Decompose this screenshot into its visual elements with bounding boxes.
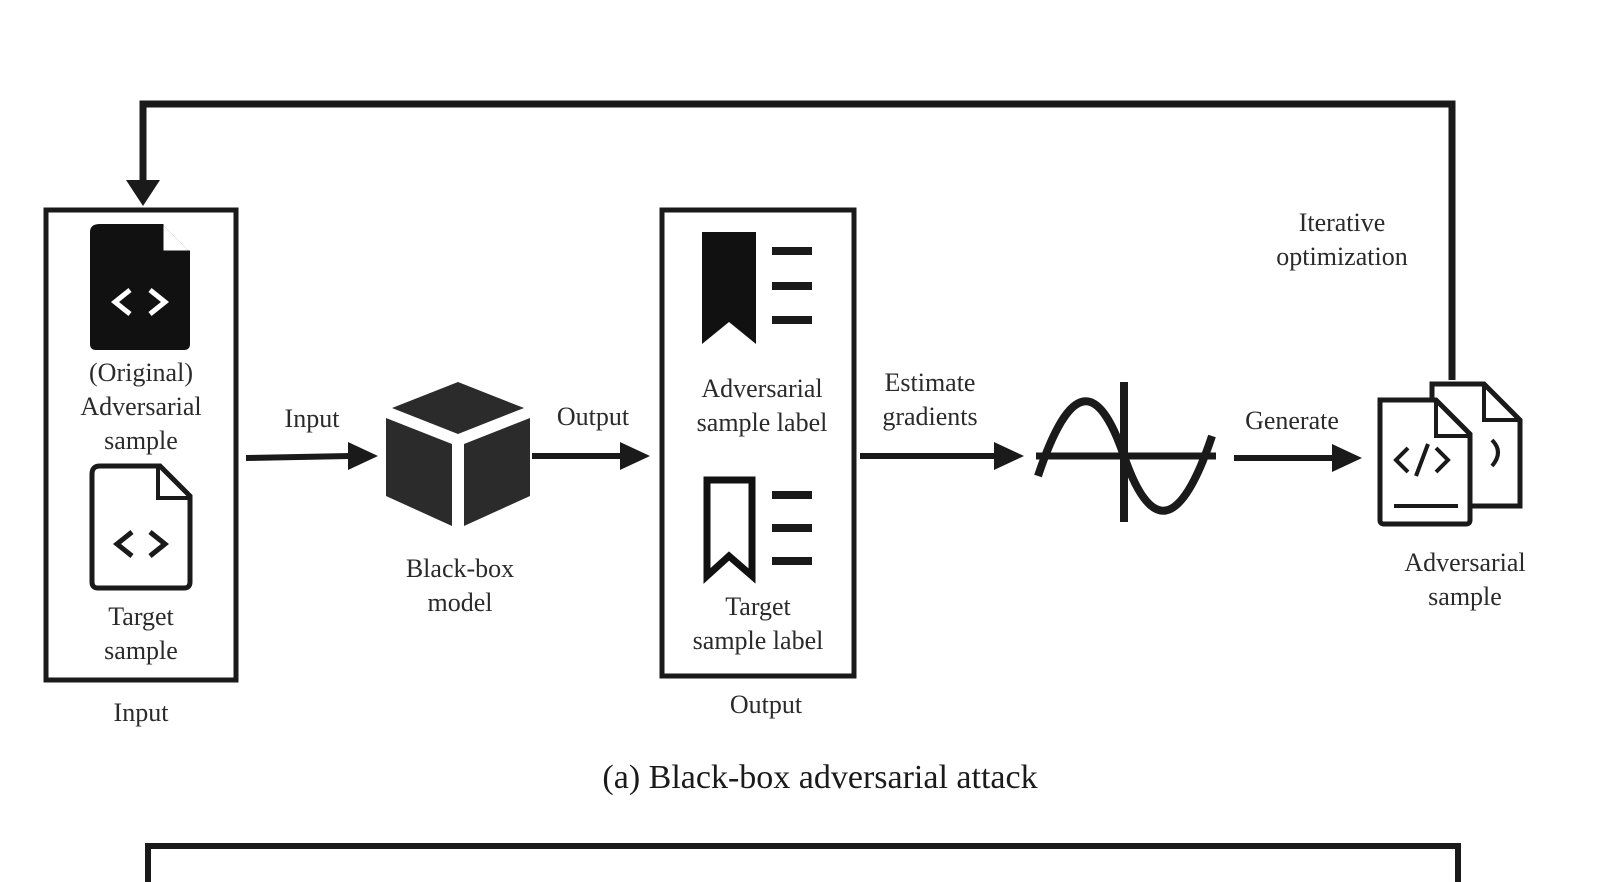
generate-arrowhead [1332,444,1362,472]
output-box-caption: Output [729,690,803,719]
cube-icon [386,382,530,526]
output-arrowhead [620,442,650,470]
sine-wave-icon [1034,382,1216,522]
input-box-caption: Input [113,698,169,727]
figure-caption: (a) Black-box adversarial attack [602,759,1038,796]
adversarial-label-text: Adversarial sample label [696,374,828,437]
input-arrow-label: Input [284,404,340,433]
code-files-icon [1377,381,1523,527]
generate-label: Generate [1245,406,1339,435]
output-box [659,207,857,679]
bookmark-filled-icon [702,232,812,344]
feedback-arrowhead [126,180,160,206]
feedback-loop-arrow [139,100,1456,380]
target-label-text: Target sample label [692,592,824,655]
estimate-arrowhead [994,442,1024,470]
next-panel-box [145,843,1461,882]
iterative-optimization-label: Iterative optimization [1276,208,1408,271]
input-arrowhead [348,442,378,470]
model-label: Black-box model [405,554,515,617]
code-document-outline-icon [89,463,193,591]
original-sample-label: (Original) Adversarial sample [80,358,202,455]
target-sample-label: Target sample [104,602,178,665]
estimate-gradients-label: Estimate gradients [882,368,978,431]
input-arrow [245,453,351,461]
input-box [43,207,239,683]
output-arrow-label: Output [556,402,630,431]
result-sample-label: Adversarial sample [1404,548,1526,611]
bookmark-outline-icon [703,476,812,584]
code-document-icon [90,224,190,350]
